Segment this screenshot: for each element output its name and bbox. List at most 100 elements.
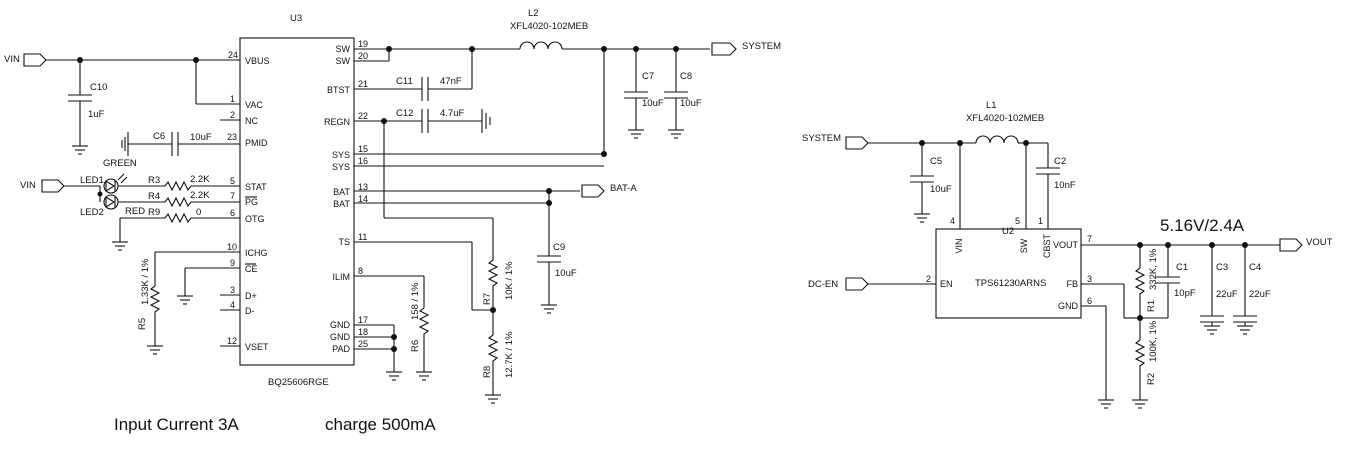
c8-value: 10uF bbox=[680, 98, 702, 109]
c6-value: 10uF bbox=[190, 132, 212, 143]
c10-ref: C10 bbox=[90, 82, 107, 93]
r6-ref: R6 bbox=[410, 340, 421, 352]
u3-pin-num-15: 15 bbox=[358, 144, 368, 154]
u3-pin-num-25: 25 bbox=[358, 339, 368, 349]
u3-pin-num-1: 1 bbox=[230, 94, 235, 104]
u3-pin-num-5: 5 bbox=[230, 176, 235, 186]
u3-pin-num-2: 2 bbox=[230, 110, 235, 120]
u2-pin-name-en: EN bbox=[940, 279, 953, 289]
u3-pin-name-gnd-18: GND bbox=[330, 332, 351, 342]
led2-ref: LED2 bbox=[80, 207, 104, 218]
u3-pin-name-ichg: ICHG bbox=[245, 248, 268, 258]
u2-pin-name-cbst: CBST bbox=[1042, 234, 1052, 259]
u3-pin-num-13: 13 bbox=[358, 182, 368, 192]
u3-pin-name-regn: REGN bbox=[324, 117, 350, 127]
note-charge-current: charge 500mA bbox=[325, 415, 436, 434]
u3-pin-num-9: 9 bbox=[230, 258, 235, 268]
u3-pin-name-pg: PG bbox=[245, 197, 258, 207]
c9-ref: C9 bbox=[553, 242, 565, 253]
u2-pin-name-gnd: GND bbox=[1058, 301, 1079, 311]
u3-pin-name-vset: VSET bbox=[245, 342, 269, 352]
c12-value: 4.7uF bbox=[440, 108, 464, 119]
u3-pin-name-sys-15: SYS bbox=[332, 150, 350, 160]
r4-value: 2.2K bbox=[190, 190, 210, 201]
u2-pin-num-6: 6 bbox=[1087, 296, 1092, 306]
u3-pin-num-24: 24 bbox=[228, 50, 238, 60]
r9-ref: R9 bbox=[148, 207, 160, 218]
u3-pin-name-vbus: VBUS bbox=[245, 56, 270, 66]
r3-value: 2.2K bbox=[190, 174, 210, 185]
u3-ref: U3 bbox=[290, 13, 302, 24]
c11-value: 47nF bbox=[440, 76, 462, 87]
c11-ref: C11 bbox=[396, 76, 413, 87]
u3-pin-name-nc: NC bbox=[245, 116, 258, 126]
r7-ref: R7 bbox=[482, 293, 493, 305]
u3-pin-num-20: 20 bbox=[358, 51, 368, 61]
u2-pin-num-4: 4 bbox=[950, 216, 955, 226]
u3-pin-num-21: 21 bbox=[358, 79, 368, 89]
r6-value: 158 / 1% bbox=[410, 282, 421, 320]
c7-ref: C7 bbox=[642, 71, 654, 82]
u2-pin-num-3: 3 bbox=[1087, 274, 1092, 284]
u3-pin-name-bat-13: BAT bbox=[333, 187, 350, 197]
vout-port-label: VOUT bbox=[1306, 237, 1333, 248]
u3-pin-name-ts: TS bbox=[338, 237, 350, 247]
led1-color: GREEN bbox=[103, 158, 137, 169]
u2-pin-num-7: 7 bbox=[1087, 234, 1092, 244]
r5-value: 1.33K / 1% bbox=[140, 258, 151, 305]
u3-pin-name-sw-20: SW bbox=[336, 56, 351, 66]
l2-part: XFL4020-102MEB bbox=[510, 21, 588, 32]
c5-value: 10uF bbox=[930, 184, 952, 195]
u3-pin-name-btst: BTST bbox=[327, 85, 351, 95]
r2-ref: R2 bbox=[1146, 373, 1157, 385]
r1-value: 332K, 1% bbox=[1148, 248, 1159, 290]
r9-value: 0 bbox=[196, 207, 201, 218]
system-port-1 bbox=[711, 42, 737, 56]
dc-en-port-label: DC-EN bbox=[808, 279, 838, 290]
u3-pin-num-4: 4 bbox=[230, 300, 235, 310]
u3-output-network: L2 XFL4020-102MEB SYSTEM C7 10uF C8 10uF… bbox=[354, 8, 781, 404]
u3-pin-name-sys-16: SYS bbox=[332, 162, 350, 172]
c6-ref: C6 bbox=[153, 131, 165, 142]
system-port-1-label: SYSTEM bbox=[742, 41, 781, 52]
c10-value: 1uF bbox=[88, 109, 105, 120]
u3-pin-name-dplus: D+ bbox=[245, 291, 257, 301]
system-port-2-label: SYSTEM bbox=[802, 133, 841, 144]
c7-value: 10uF bbox=[642, 98, 664, 109]
r8-ref: R8 bbox=[482, 366, 493, 378]
u3-pin-name-pmid: PMID bbox=[245, 138, 268, 148]
c5-ref: C5 bbox=[930, 156, 942, 167]
u3-pin-num-14: 14 bbox=[358, 194, 368, 204]
u2-pin-num-1: 1 bbox=[1038, 216, 1043, 226]
l1-ref: L1 bbox=[986, 100, 997, 111]
led1-ref: LED1 bbox=[80, 175, 104, 186]
u3-pin-name-stat: STAT bbox=[245, 182, 267, 192]
c4-value: 22uF bbox=[1249, 289, 1271, 300]
u3-pin-name-sw-19: SW bbox=[336, 44, 351, 54]
vout-port bbox=[1279, 238, 1303, 252]
r4-ref: R4 bbox=[148, 191, 160, 202]
vin-port-2 bbox=[41, 179, 65, 193]
u2-pin-num-2: 2 bbox=[926, 274, 931, 284]
u3-pin-num-23: 23 bbox=[227, 132, 237, 142]
l2-ref: L2 bbox=[528, 8, 539, 19]
vin-port-1-label: VIN bbox=[4, 54, 20, 65]
bat-a-port-label: BAT-A bbox=[610, 183, 637, 194]
c4-ref: C4 bbox=[1249, 262, 1261, 273]
u3-pin-name-ce: CE bbox=[245, 264, 258, 274]
u3-pin-num-11: 11 bbox=[358, 232, 367, 242]
u3-pin-num-8: 8 bbox=[358, 266, 363, 276]
u3-part: BQ25606RGE bbox=[268, 377, 329, 388]
c1-ref: C1 bbox=[1176, 262, 1188, 273]
u3-pin-name-gnd-17: GND bbox=[330, 320, 351, 330]
u3-pin-name-otg: OTG bbox=[245, 214, 265, 224]
r5-ref: R5 bbox=[137, 318, 148, 330]
u2-pin-num-5: 5 bbox=[1015, 216, 1020, 226]
u3-pin-name-dminus: D- bbox=[245, 306, 255, 316]
u3-pin-num-19: 19 bbox=[358, 39, 368, 49]
r2-value: 100K, 1% bbox=[1148, 320, 1159, 362]
u3-pin-num-17: 17 bbox=[358, 315, 368, 325]
dc-en-port bbox=[845, 277, 869, 291]
c2-ref: C2 bbox=[1054, 156, 1066, 167]
